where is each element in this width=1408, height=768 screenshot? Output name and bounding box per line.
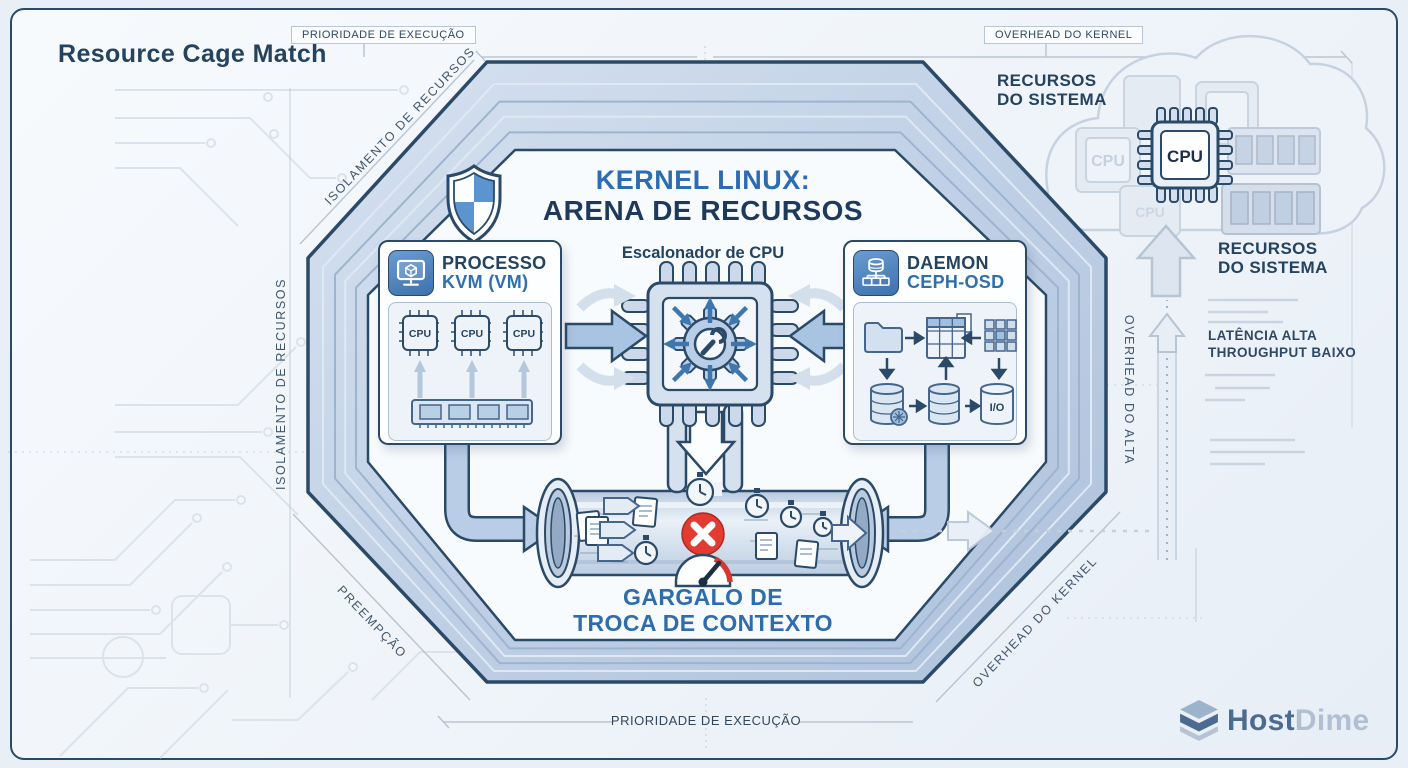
- shield-icon: [446, 164, 502, 244]
- page-title: Resource Cage Match: [58, 40, 327, 68]
- io-cylinder-icon: [980, 383, 1014, 425]
- resources-bottom-line2: DO SISTEMA: [1218, 257, 1328, 277]
- storage-cluster-icon: [853, 250, 899, 296]
- circuit-traces: [30, 85, 466, 759]
- speed-lines: [1205, 298, 1305, 466]
- main-cpu-label: CPU: [1167, 147, 1203, 166]
- pipe-flange-left: [535, 477, 581, 589]
- daemon-title-line2: CEPH-OSD: [907, 272, 1005, 292]
- hostdime-logo: HostDime: [1180, 700, 1369, 741]
- flow-to-cloud: [1135, 224, 1197, 560]
- gear-wrench-icon: [673, 307, 747, 381]
- vm-monitor-icon: [388, 250, 434, 296]
- down-arrow-into-pipe: [675, 410, 737, 476]
- logo-text-dime: Dime: [1294, 703, 1370, 737]
- stopwatches: [633, 472, 834, 566]
- daemon-box-header: DAEMON CEPH-OSD: [853, 250, 1017, 296]
- flow-right-dashed: [900, 510, 1156, 552]
- arena-title-line1: KERNEL LINUX:: [595, 165, 811, 195]
- flow-arrows: [878, 330, 1008, 381]
- daemon-ceph-box: DAEMON CEPH-OSD: [843, 240, 1027, 445]
- folder-icon: [864, 322, 903, 353]
- vcpu-label-3: CPU: [513, 328, 535, 340]
- resources-top-line2: DO SISTEMA: [997, 89, 1107, 109]
- daemon-title-line1: DAEMON: [907, 252, 989, 273]
- latency-line1: LATÊNCIA ALTA: [1208, 328, 1318, 343]
- process-box-header: PROCESSO KVM (VM): [388, 250, 552, 296]
- table-icon: [926, 317, 966, 359]
- process-title-line1: PROCESSO: [442, 252, 547, 273]
- system-resources-label-bottom: RECURSOS DO SISTEMA: [1218, 239, 1328, 277]
- system-resources-cloud: CPU CPU: [1045, 34, 1386, 466]
- scheduler-label: Escalonador de CPU: [621, 244, 785, 262]
- main-cpu-chip: CPU: [1137, 107, 1233, 203]
- process-title-line2: KVM (VM): [442, 272, 529, 292]
- blocks-grid-icon: [984, 319, 1017, 352]
- cpu-scheduler-chip: [621, 261, 799, 427]
- resources-top-line1: RECURSOS: [997, 71, 1097, 90]
- top-label-execution-priority: PRIORIDADE DE EXECUÇÃO: [291, 26, 476, 44]
- daemon-internals-panel: I/O: [853, 302, 1017, 441]
- vcpu-label-1: CPU: [409, 328, 431, 340]
- vcpu-label-2: CPU: [461, 328, 483, 340]
- bottleneck-line1: GARGALO DE: [623, 584, 783, 610]
- pipe-exit-arrow: [831, 514, 868, 552]
- process-internals-panel: CPU CPU CPU: [388, 302, 552, 441]
- process-kvm-box: PROCESSO KVM (VM) CPU CPU CPU: [378, 240, 562, 445]
- arrow-daemon-to-scheduler: [787, 284, 850, 390]
- arena-title-line2: ARENA DE RECURSOS: [542, 195, 864, 227]
- pressure-gauge-icon: [674, 553, 733, 588]
- system-resources-label-top: RECURSOS DO SISTEMA: [997, 71, 1107, 109]
- vcpu-ram-diagram: CPU CPU CPU: [399, 310, 543, 428]
- io-label: I/O: [990, 402, 1005, 414]
- faded-cpu-label-left: CPU: [1091, 153, 1125, 170]
- edge-label-overhead-vertical: OVERHEAD DO ALTA: [1122, 314, 1136, 466]
- daemon-box-title: DAEMON CEPH-OSD: [907, 252, 1005, 293]
- database-icons: I/O: [870, 383, 1014, 426]
- context-switch-pipe: [535, 402, 885, 589]
- arrow-process-to-scheduler: [564, 284, 649, 390]
- dimension-lines: [8, 44, 1353, 750]
- up-arrow-small: [1147, 312, 1187, 353]
- blocked-x-icon: [681, 512, 725, 556]
- edge-label-isolation-vertical: ISOLAMENTO DE RECURSOS: [274, 277, 288, 491]
- resources-bottom-line1: RECURSOS: [1218, 239, 1318, 258]
- ram-sticks: [1221, 127, 1321, 235]
- arena-title: KERNEL LINUX: ARENA DE RECURSOS: [453, 165, 953, 227]
- process-box-title: PROCESSO KVM (VM): [442, 252, 547, 293]
- bottleneck-label: GARGALO DE TROCA DE CONTEXTO: [503, 584, 903, 637]
- bottom-dimension-label: PRIORIDADE DE EXECUÇÃO: [610, 713, 802, 728]
- latency-label: LATÊNCIA ALTA THROUGHPUT BAIXO: [1208, 328, 1356, 362]
- up-arrow-to-cloud: [1135, 224, 1197, 298]
- ram-stick-icon: [411, 399, 533, 428]
- top-label-kernel-overhead: OVERHEAD DO KERNEL: [984, 26, 1144, 44]
- faded-cpu-label-bottom: CPU: [1135, 204, 1165, 220]
- pipe-task-tags: [597, 497, 641, 562]
- storage-io-diagram: I/O: [864, 313, 1017, 426]
- hostdime-logo-icon: [1180, 700, 1218, 741]
- bottleneck-line2: TROCA DE CONTEXTO: [573, 610, 833, 637]
- ram-to-cpu-arrows: [414, 360, 530, 398]
- logo-text-host: Host: [1227, 703, 1295, 737]
- latency-line2: THROUGHPUT BAIXO: [1208, 344, 1357, 360]
